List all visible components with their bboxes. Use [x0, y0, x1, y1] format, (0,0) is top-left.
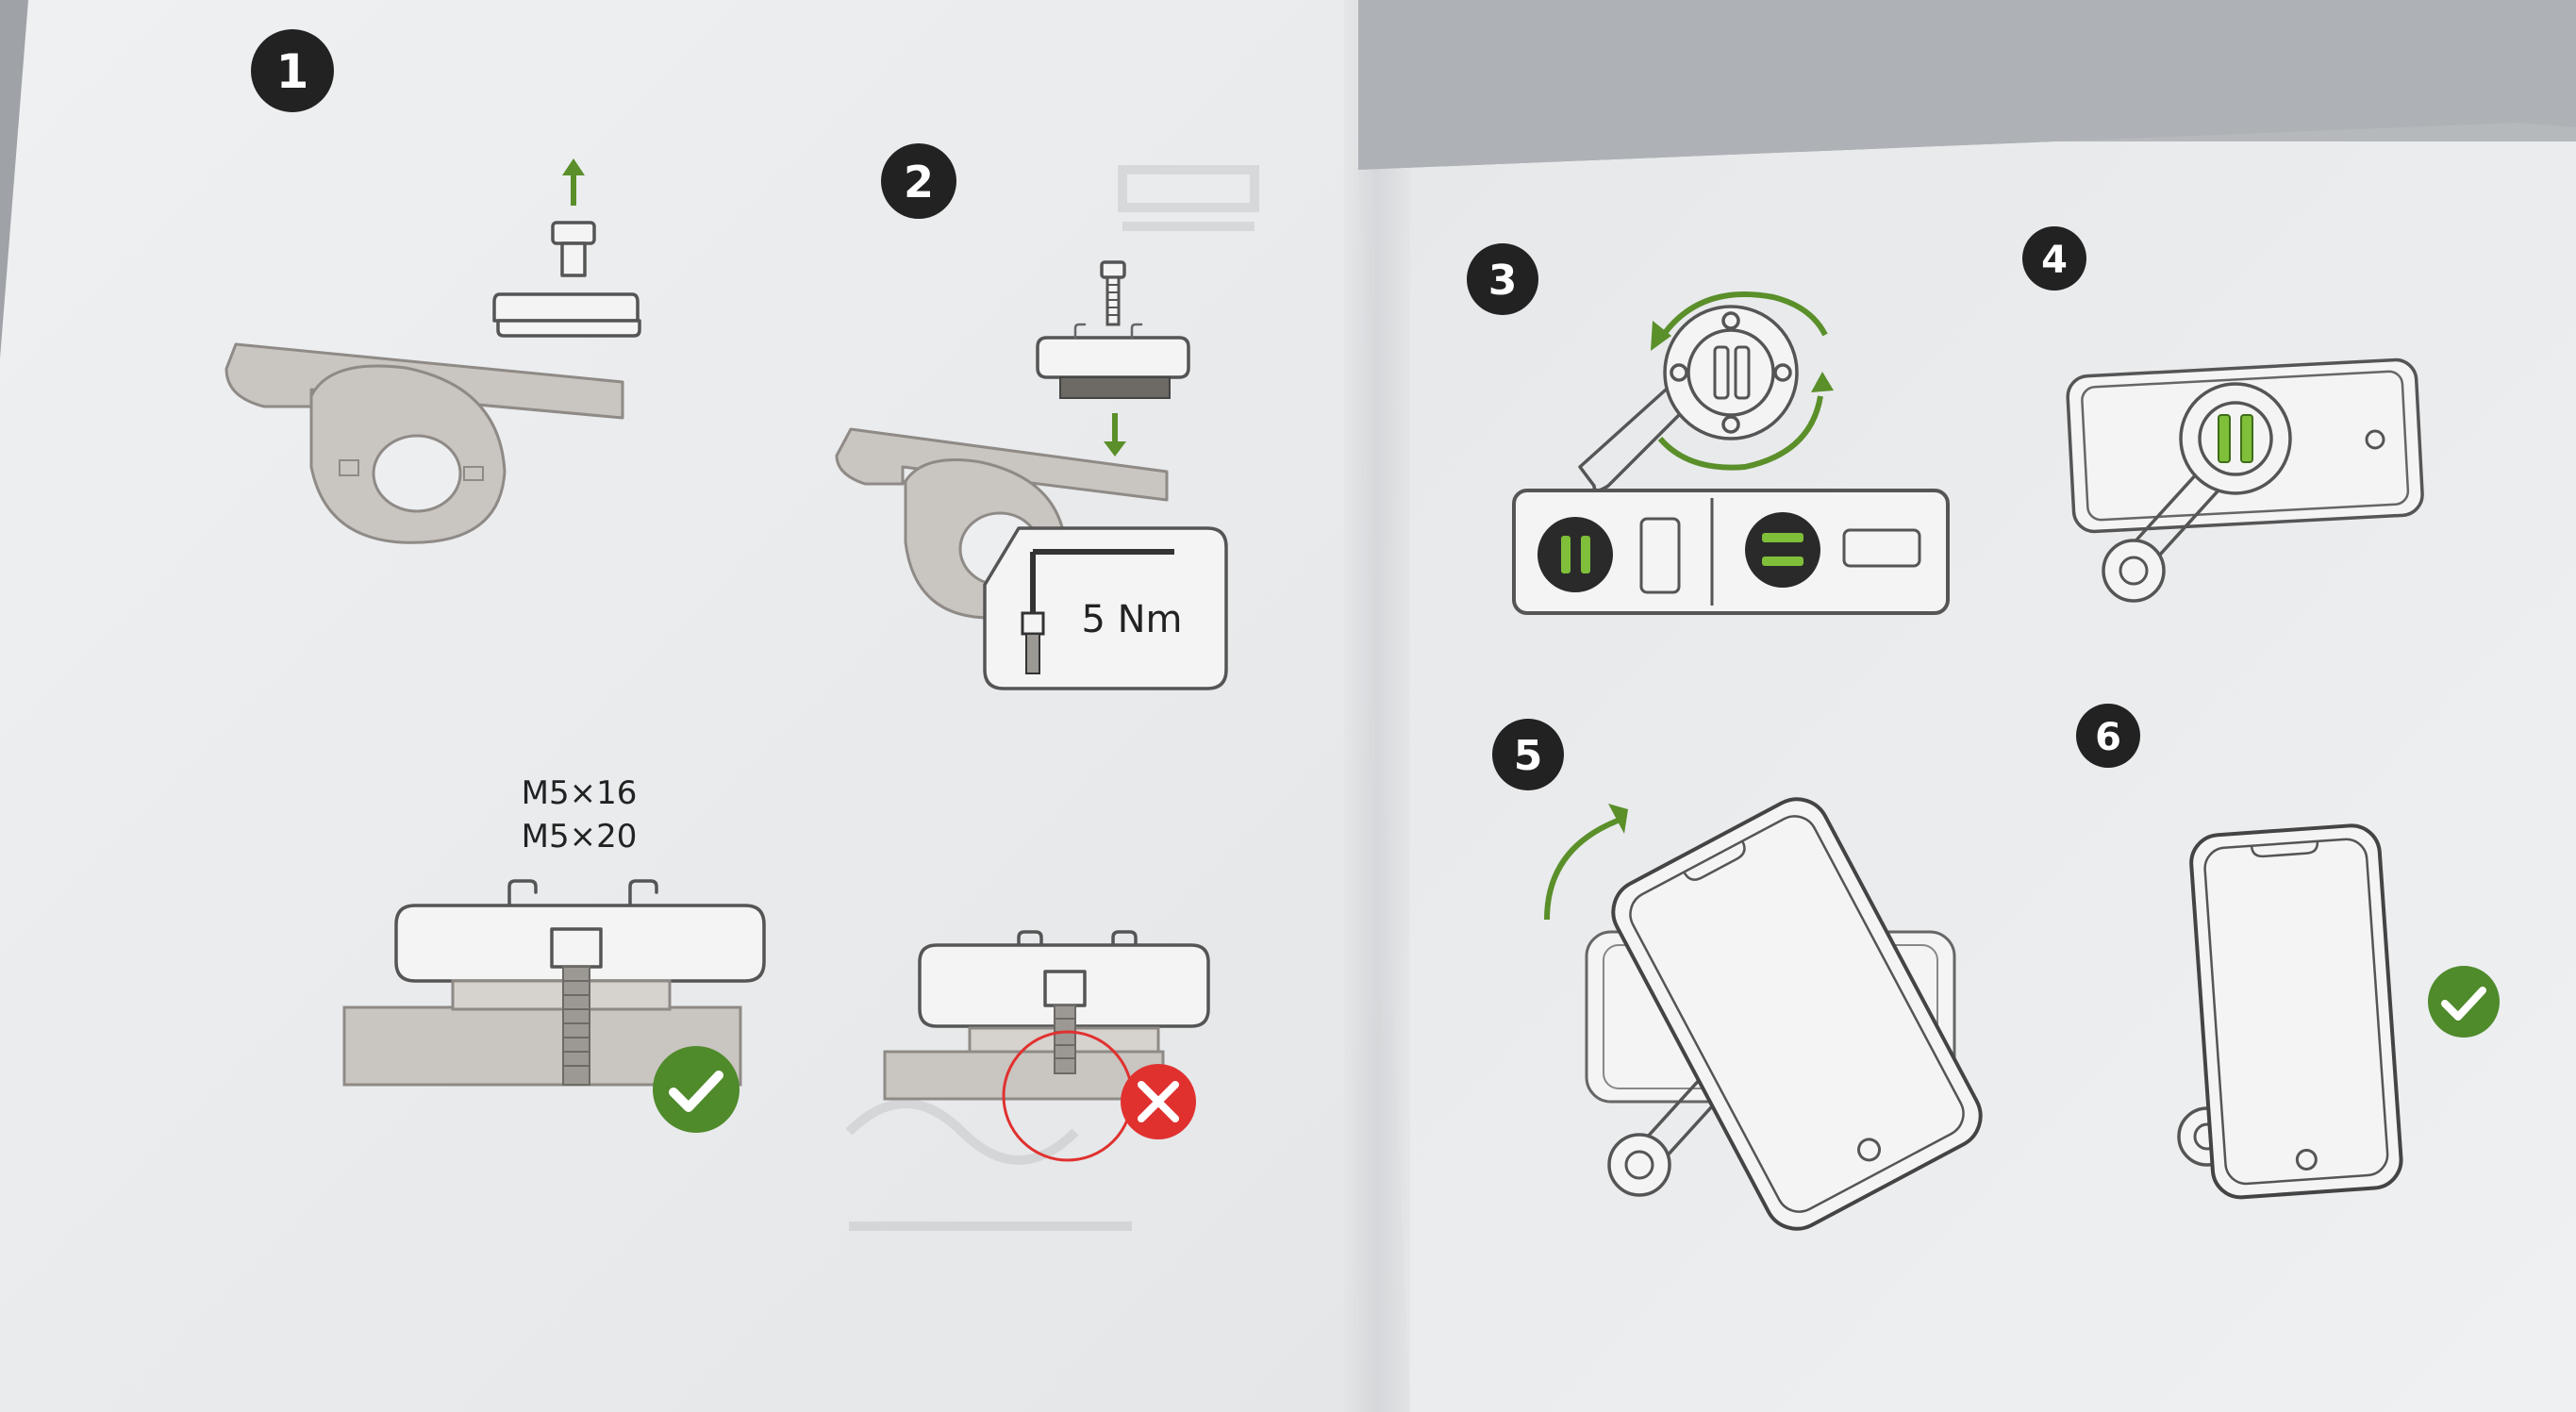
right-page-edge [1358, 0, 2576, 170]
rotate-arrow-icon [1651, 291, 1834, 471]
svg-text:5: 5 [1514, 732, 1543, 780]
step-2: 2 5 Nm [835, 143, 1228, 1162]
portrait-mode-icon [1537, 517, 1681, 594]
svg-text:6: 6 [2095, 716, 2121, 759]
rotate-phone-arrow-icon [1544, 804, 1628, 921]
step-badge-3: 3 [1467, 243, 1538, 315]
bolt-removal-icon [492, 221, 641, 338]
torque-label: 5 Nm [1081, 598, 1182, 641]
step-6: 6 [2076, 704, 2500, 1200]
torque-callout: 5 Nm [983, 526, 1228, 690]
orientation-selector [1512, 489, 1950, 615]
step-badge-4: 4 [2022, 226, 2086, 291]
hex-key-icon [1021, 549, 1174, 674]
faint-watermark [845, 165, 1259, 1231]
step-1: 1 M5×16 M5×20 [224, 29, 766, 1133]
cross-icon [1121, 1064, 1196, 1139]
step-badge-5: 5 [1492, 719, 1564, 790]
landscape-to-portrait-diagram [1585, 797, 1983, 1231]
bolt-insertion-icon [1036, 260, 1190, 457]
step-badge-1: 1 [251, 29, 334, 112]
rotate-mount-diagram [1578, 291, 1834, 492]
screw-size-labels: M5×16 M5×20 [522, 774, 638, 856]
svg-text:2: 2 [904, 157, 934, 208]
screw-size-2: M5×20 [522, 818, 638, 856]
step-4: 4 [2022, 226, 2424, 603]
step-badge-6: 6 [2076, 704, 2140, 768]
correct-screw-length-diagram [342, 879, 766, 1133]
checkmark-icon [653, 1046, 740, 1133]
arrow-up-icon [562, 158, 585, 206]
step-badge-2: 2 [881, 143, 956, 219]
screw-size-1: M5×16 [522, 774, 638, 812]
svg-text:3: 3 [1488, 257, 1518, 305]
step-5: 5 [1492, 719, 1983, 1231]
mounted-phone-diagram [2177, 823, 2500, 1200]
svg-text:1: 1 [276, 44, 309, 99]
step-3: 3 [1467, 243, 1950, 615]
checkmark-icon [2428, 966, 2500, 1038]
page-spine [1344, 0, 1410, 1412]
svg-text:4: 4 [2041, 239, 2068, 282]
landscape-mode-icon [1745, 512, 1921, 588]
incorrect-screw-length-diagram [883, 930, 1210, 1162]
handlebar-clamp-1 [224, 342, 624, 544]
attach-phone-diagram [2066, 357, 2424, 603]
